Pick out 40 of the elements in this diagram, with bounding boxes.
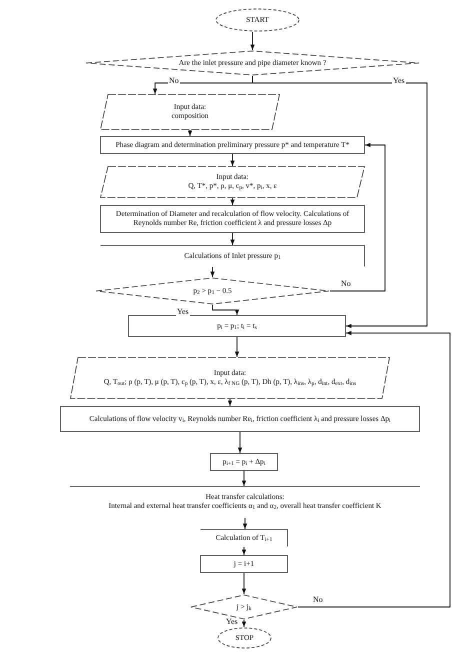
process-box [60,406,420,432]
arrow [330,142,386,292]
arrow [210,266,215,278]
arrow [212,304,240,316]
process-box [128,315,346,337]
edge-label: Yes [225,618,239,626]
arrow [252,76,428,328]
edge-label: No [168,77,180,85]
process-box [200,529,288,547]
process-box [210,453,278,471]
input-parallelogram [70,357,390,399]
input-parallelogram [100,94,280,130]
arrow [230,154,235,166]
decision-diamond [95,277,330,305]
arrow [242,572,246,594]
arrow [230,232,235,246]
arrow [242,546,246,556]
edge-label: Yes [392,77,406,85]
arrow [298,330,450,608]
arrow [234,336,240,358]
input-parallelogram [100,166,365,198]
edge-label: No [312,596,324,604]
arrow [242,620,246,628]
decision-diamond [190,594,298,620]
arrow [228,398,232,406]
arrow [242,518,248,530]
start-terminator [215,8,300,32]
stop-terminator [217,627,272,649]
edge-label: No [340,280,352,288]
decision-diamond [85,50,420,76]
process-box [100,245,365,267]
process-box [200,555,288,573]
arrow [238,432,242,454]
arrow [242,470,246,486]
edge-label: Yes [176,308,190,316]
process-box [100,136,365,154]
arrow [250,32,255,50]
arrow [188,130,192,136]
arrow [230,198,235,206]
process-box [100,205,365,233]
